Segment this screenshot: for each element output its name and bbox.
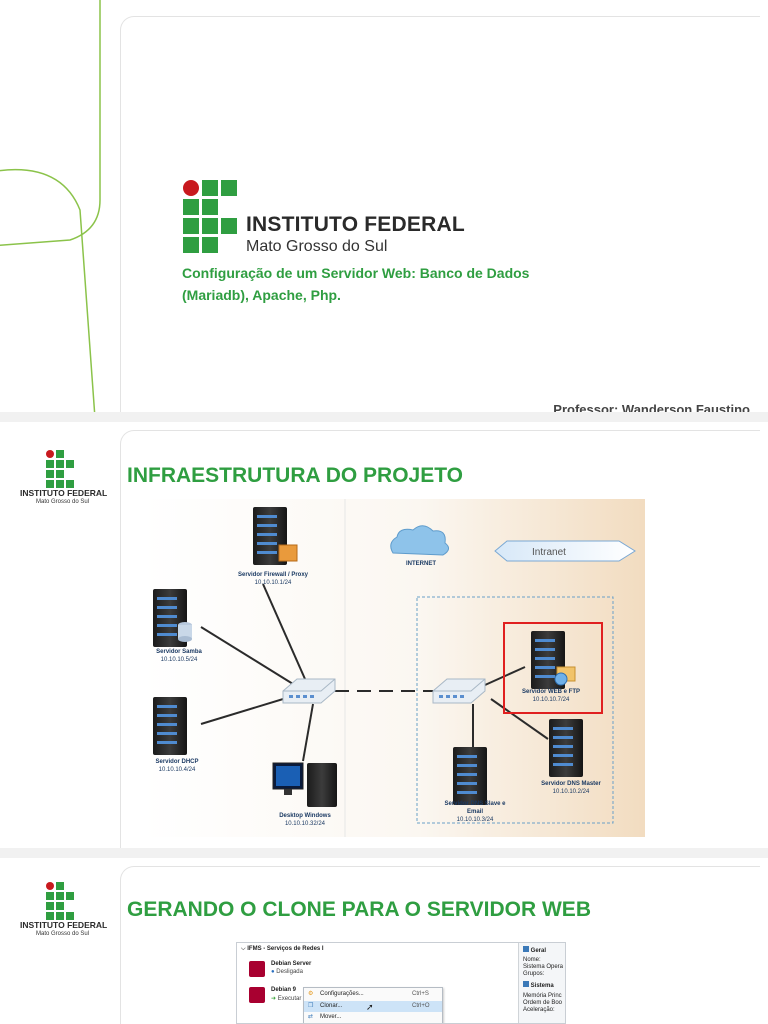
svg-text:10.10.10.3/24: 10.10.10.3/24 bbox=[457, 817, 494, 823]
svg-text:Servidor DHCP: Servidor DHCP bbox=[155, 759, 198, 765]
menu-item-mover[interactable]: ⇄ Mover... bbox=[308, 1014, 342, 1020]
brand-name: INSTITUTO FEDERAL bbox=[246, 213, 465, 236]
detail-label: Grupos: bbox=[523, 971, 545, 977]
section-geral: Geral bbox=[523, 946, 546, 955]
vm-group-name: IFMS - Serviços de Redes I bbox=[247, 946, 324, 952]
mouse-pointer-icon: ➚ bbox=[366, 1002, 374, 1012]
professor-name: Professor: Wanderson Faustino bbox=[553, 402, 750, 412]
presentation-subtitle-line1: Configuração de um Servidor Web: Banco d… bbox=[182, 265, 530, 281]
detail-label: Aceleração: bbox=[523, 1007, 555, 1013]
svg-text:Desktop Windows: Desktop Windows bbox=[279, 813, 331, 819]
if-logo-small bbox=[46, 450, 76, 490]
svg-text:10.10.10.1/24: 10.10.10.1/24 bbox=[255, 580, 292, 586]
vm-item-debian-server[interactable]: Debian Server ● Desligada bbox=[249, 959, 509, 981]
detail-label: Ordem de Boo bbox=[523, 1000, 563, 1006]
svg-text:Servidor WEB e FTP: Servidor WEB e FTP bbox=[522, 689, 580, 695]
gear-icon: ⚙ bbox=[308, 991, 314, 997]
infrastructure-slide: INSTITUTO FEDERAL Mato Grosso do Sul INF… bbox=[0, 422, 768, 848]
svg-text:10.10.10.5/24: 10.10.10.5/24 bbox=[161, 657, 198, 663]
detail-label: Memória Princ bbox=[523, 993, 562, 999]
info-icon bbox=[523, 946, 529, 952]
chevron-down-icon: ⌵ bbox=[241, 946, 246, 952]
clone-slide: INSTITUTO FEDERAL Mato Grosso do Sul GER… bbox=[0, 858, 768, 1024]
logo-text: INSTITUTO FEDERAL bbox=[20, 488, 108, 498]
svg-text:10.10.10.32/24: 10.10.10.32/24 bbox=[285, 821, 326, 827]
menu-item-clonar[interactable]: ❐ Clonar... Ctrl+O bbox=[304, 1001, 442, 1012]
vm-name: Debian 9 bbox=[271, 987, 297, 993]
brand-subname: Mato Grosso do Sul bbox=[246, 238, 388, 255]
details-pane: Geral Nome: Sistema Opera Grupos: Sistem… bbox=[521, 943, 565, 1023]
svg-text:Email: Email bbox=[467, 809, 483, 815]
svg-text:Servidor Samba: Servidor Samba bbox=[156, 649, 202, 655]
debian-logo-icon bbox=[249, 961, 265, 977]
svg-text:Servidor Firewall / Proxy: Servidor Firewall / Proxy bbox=[238, 572, 309, 578]
context-menu: ⚙ Configurações... Ctrl+S ❐ Clonar... Ct… bbox=[303, 987, 443, 1023]
slide-title: GERANDO O CLONE PARA O SERVIDOR WEB bbox=[127, 898, 591, 921]
network-diagram: Servidor Firewall / Proxy 10.10.10.1/24 … bbox=[143, 499, 645, 837]
chip-icon bbox=[523, 981, 529, 987]
detail-label: Sistema Opera bbox=[523, 964, 564, 970]
if-logo-mark bbox=[182, 180, 238, 253]
running-arrow-icon: ➜ bbox=[271, 996, 277, 1002]
power-off-icon: ● bbox=[271, 969, 275, 975]
detail-label: Nome: bbox=[523, 957, 541, 963]
decorative-curves bbox=[0, 0, 101, 412]
vm-list: ⌵ IFMS - Serviços de Redes I Debian Serv… bbox=[237, 943, 519, 1023]
svg-text:INTERNET: INTERNET bbox=[406, 561, 436, 567]
logo-subtext: Mato Grosso do Sul bbox=[36, 931, 90, 937]
if-logo-small bbox=[46, 882, 76, 922]
clone-icon: ❐ bbox=[308, 1003, 314, 1009]
content-panel bbox=[120, 16, 760, 412]
vm-group-header[interactable]: ⌵ IFMS - Serviços de Redes I bbox=[241, 946, 324, 953]
vm-item-debian-9[interactable]: Debian 9 ➜ Executar bbox=[249, 985, 509, 1007]
svg-text:Servidor DNS Master: Servidor DNS Master bbox=[541, 781, 601, 787]
vm-name: Debian Server bbox=[271, 961, 312, 967]
presentation-subtitle-line2: (Mariadb), Apache, Php. bbox=[182, 287, 341, 303]
logo-subtext: Mato Grosso do Sul bbox=[36, 499, 90, 505]
vm-state: ● Desligada bbox=[271, 969, 303, 975]
menu-item-configuracoes[interactable]: ⚙ Configurações... Ctrl+S bbox=[308, 991, 429, 997]
logo-text: INSTITUTO FEDERAL bbox=[20, 920, 108, 930]
svg-text:Intranet: Intranet bbox=[532, 547, 566, 558]
slide-title: INFRAESTRUTURA DO PROJETO bbox=[127, 464, 464, 487]
section-sistema: Sistema bbox=[523, 981, 554, 990]
svg-text:10.10.10.7/24: 10.10.10.7/24 bbox=[533, 697, 570, 703]
vm-state: ➜ Executar bbox=[271, 996, 302, 1002]
svg-text:Servidor DNS Slave e: Servidor DNS Slave e bbox=[444, 801, 506, 807]
virtualbox-screenshot: ⌵ IFMS - Serviços de Redes I Debian Serv… bbox=[236, 942, 566, 1024]
svg-text:10.10.10.2/24: 10.10.10.2/24 bbox=[553, 789, 590, 795]
title-slide: INSTITUTO FEDERAL Mato Grosso do Sul Con… bbox=[0, 0, 768, 412]
svg-text:10.10.10.4/24: 10.10.10.4/24 bbox=[159, 767, 196, 773]
move-icon: ⇄ bbox=[308, 1014, 314, 1020]
debian-logo-icon bbox=[249, 987, 265, 1003]
